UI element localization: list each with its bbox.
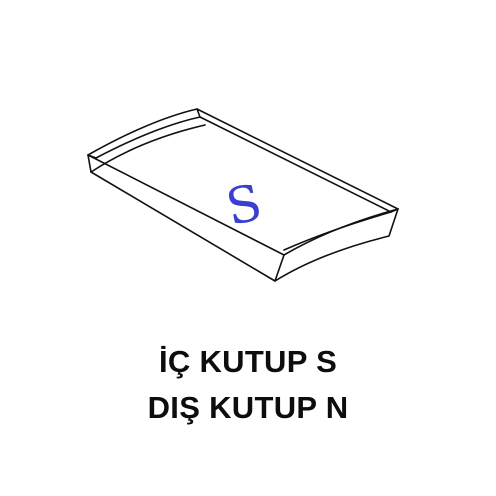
magnet-left-edge bbox=[87, 154, 92, 173]
arc-magnet-drawing: S bbox=[87, 108, 399, 282]
magnet-bottom-edge bbox=[90, 171, 276, 282]
outer-pole-label: DIŞ KUTUP N bbox=[147, 390, 349, 425]
magnet-top-face-inner bbox=[95, 116, 392, 251]
magnet-right-end bbox=[274, 208, 399, 282]
inner-pole-label: İÇ KUTUP S bbox=[158, 344, 338, 379]
magnet-front-edge bbox=[90, 124, 206, 173]
